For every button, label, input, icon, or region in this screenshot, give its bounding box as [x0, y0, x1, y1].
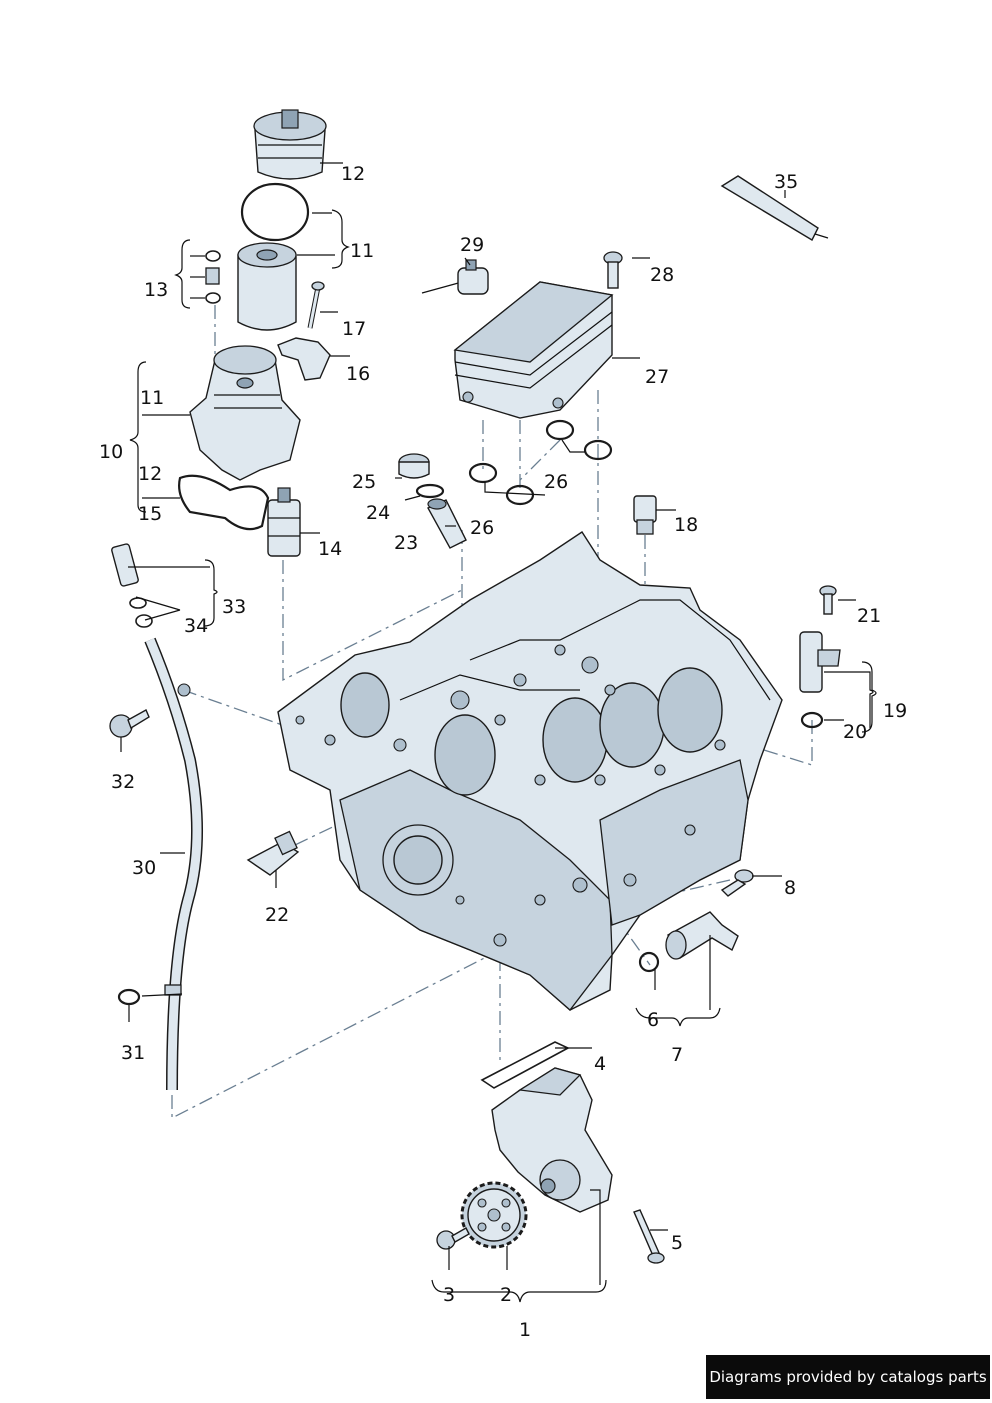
callout-11-housing: 11: [140, 387, 164, 409]
callout-26-cooler: 26: [544, 471, 568, 493]
callout-12-cap: 12: [341, 163, 365, 185]
bolt: [307, 281, 325, 329]
leader-lines: [120, 162, 877, 1303]
callout-13: 13: [144, 279, 168, 301]
oil-filter-cap: [253, 109, 327, 180]
screw-plug: [398, 453, 430, 479]
callout-5: 5: [671, 1232, 683, 1254]
control-valve: [427, 498, 467, 549]
oil-pressure-switch: [633, 495, 657, 535]
dipstick-guide-tube: [144, 637, 203, 1091]
callout-7: 7: [671, 1044, 683, 1066]
callout-25: 25: [352, 471, 376, 493]
dipstick-top-fitting: [111, 543, 153, 628]
callout-22: 22: [265, 904, 289, 926]
callout-10: 10: [99, 441, 123, 463]
callout-4: 4: [594, 1053, 606, 1075]
callout-34: 34: [184, 615, 208, 637]
callout-3: 3: [443, 1284, 455, 1306]
chain-sprocket: [460, 1181, 528, 1249]
o-ring: [468, 462, 498, 484]
callout-19: 19: [883, 700, 907, 722]
callout-2: 2: [500, 1284, 512, 1306]
o-ring: [505, 484, 535, 506]
seal-ring: [415, 483, 445, 499]
catalog-credit-banner: Diagrams provided by catalogs parts: [706, 1355, 990, 1399]
callout-31: 31: [121, 1042, 145, 1064]
oil-pressure-valve-kit: [205, 250, 221, 304]
oil-filter-element: [237, 242, 297, 331]
sealant-tube: [720, 175, 829, 241]
callout-26-valve: 26: [470, 517, 494, 539]
callout-6: 6: [647, 1009, 659, 1031]
callout-17: 17: [342, 318, 366, 340]
callout-20: 20: [843, 721, 867, 743]
callout-27: 27: [645, 366, 669, 388]
temperature-sensor: [421, 259, 489, 295]
tube-bolt: [109, 709, 150, 738]
callout-24: 24: [366, 502, 390, 524]
callout-16: 16: [346, 363, 370, 385]
callout-23: 23: [394, 532, 418, 554]
callout-32: 32: [111, 771, 135, 793]
oil-pump: [491, 1067, 613, 1213]
check-valve: [267, 487, 301, 557]
cooler-bolt: [603, 251, 623, 289]
callout-33: 33: [222, 596, 246, 618]
callout-30: 30: [132, 857, 156, 879]
engine-block: [277, 531, 783, 1011]
callout-11-ring: 11: [350, 240, 374, 262]
oil-cooler: [453, 281, 614, 419]
union-bolt: [720, 869, 754, 897]
pump-bolt: [633, 1209, 665, 1264]
o-ring: [800, 711, 824, 729]
sprocket-bolt: [436, 1227, 470, 1250]
callout-14: 14: [318, 538, 342, 560]
callout-8: 8: [784, 877, 796, 899]
oil-filter-housing: [189, 345, 301, 481]
knock-sensor: [246, 830, 300, 876]
callout-29: 29: [460, 234, 484, 256]
callout-28: 28: [650, 264, 674, 286]
sensor-bolt: [819, 585, 837, 615]
coolant-union: [665, 911, 739, 960]
bracket: [277, 337, 331, 381]
callout-15: 15: [138, 503, 162, 525]
callout-21: 21: [857, 605, 881, 627]
o-ring: [117, 988, 141, 1006]
o-ring: [583, 439, 613, 461]
o-ring: [545, 419, 575, 441]
housing-gasket: [178, 474, 270, 531]
callout-1: 1: [519, 1319, 531, 1341]
o-ring: [240, 182, 310, 242]
callout-35: 35: [774, 171, 798, 193]
seal-ring: [638, 951, 660, 973]
callout-18: 18: [674, 514, 698, 536]
callout-numbers: 12 11 13 17 16 11 10 12 15 14 29 28 27 2…: [99, 163, 907, 1341]
callout-12-housing: 12: [138, 463, 162, 485]
speed-sensor: [799, 631, 841, 693]
